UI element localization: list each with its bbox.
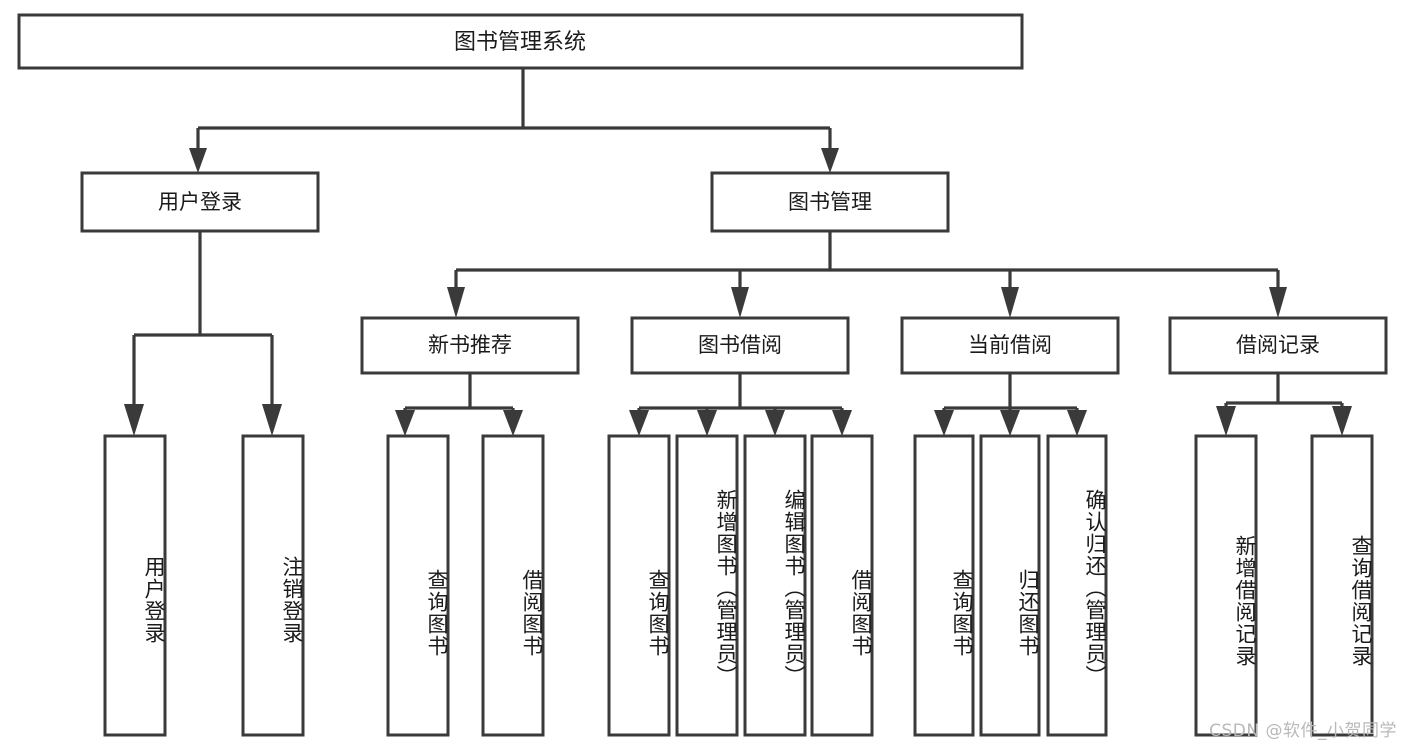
arrow-down-icon-bookmgmt-4 <box>1269 287 1287 318</box>
root-label: 图书管理系统 <box>454 30 586 55</box>
leaf-user-login-logout[interactable] <box>241 434 305 737</box>
arrow-down-icon-currentborrow-1 <box>934 410 954 436</box>
node-borrow-records[interactable]: 借阅记录 <box>1168 316 1388 375</box>
arrow-down-icon-root-2 <box>821 148 839 173</box>
node-book-management[interactable]: 图书管理 <box>710 171 950 233</box>
arrow-down-icon-userlogin-2 <box>262 404 282 436</box>
leaf-currentborrow-return[interactable] <box>979 434 1041 737</box>
book-borrow-box <box>630 316 850 375</box>
leaf-box-records-add <box>1194 434 1258 737</box>
leaf-box-currentborrow-return <box>979 434 1041 737</box>
arrow-down-icon-bookborrow-2 <box>697 410 717 436</box>
arrow-down-icon-bookmgmt-2 <box>731 287 749 318</box>
node-root[interactable]: 图书管理系统 <box>17 13 1024 70</box>
leaf-box-bookborrow-borrow <box>810 434 874 737</box>
arrow-down-icon-bookmgmt-1 <box>447 287 465 318</box>
leaf-box-user-login <box>103 434 167 737</box>
leaf-records-query[interactable] <box>1310 434 1374 737</box>
arrow-down-icon-userlogin-1 <box>124 404 144 436</box>
node-user-login[interactable]: 用户登录 <box>80 171 320 233</box>
arrow-down-icon-records-1 <box>1216 406 1236 436</box>
arrow-down-icon-bookborrow-1 <box>629 410 649 436</box>
borrow-records-box <box>1168 316 1388 375</box>
leaf-box-bookborrow-edit <box>743 434 807 737</box>
arrow-down-icon-bookborrow-3 <box>765 410 785 436</box>
arrow-down-icon-currentborrow-3 <box>1067 410 1087 436</box>
leaf-box-currentborrow-query <box>913 434 975 737</box>
leaf-newbook-query[interactable] <box>386 434 450 737</box>
new-book-recommend-label: 新书推荐 <box>428 333 512 357</box>
leaf-user-login-login[interactable] <box>103 434 167 737</box>
book-borrow-label: 图书借阅 <box>698 333 782 357</box>
node-new-book-recommend[interactable]: 新书推荐 <box>360 316 580 375</box>
arrow-down-icon-newbook-1 <box>395 410 415 436</box>
leaf-bookborrow-borrow[interactable] <box>810 434 874 737</box>
leaf-box-currentborrow-confirm <box>1046 434 1108 737</box>
watermark: CSDN @软件_小贺同学 <box>1209 721 1397 741</box>
arrow-down-icon-root-1 <box>189 148 207 173</box>
borrow-records-label: 借阅记录 <box>1236 333 1320 357</box>
arrow-down-icon-records-2 <box>1332 406 1352 436</box>
leaf-box-bookborrow-query <box>607 434 671 737</box>
arrow-down-icon-currentborrow-2 <box>1000 410 1020 436</box>
arrow-down-icon-bookmgmt-3 <box>1001 287 1019 318</box>
new-book-recommend-box <box>360 316 580 375</box>
book-management-box <box>710 171 950 233</box>
leaf-newbook-borrow[interactable] <box>481 434 545 737</box>
root-box <box>17 13 1024 70</box>
leaf-currentborrow-query[interactable] <box>913 434 975 737</box>
arrow-down-icon-newbook-2 <box>503 410 523 436</box>
leaf-box-newbook-borrow <box>481 434 545 737</box>
node-current-borrow[interactable]: 当前借阅 <box>900 316 1120 375</box>
user-login-label: 用户登录 <box>158 190 242 214</box>
current-borrow-label: 当前借阅 <box>968 333 1052 357</box>
leaf-bookborrow-add[interactable] <box>675 434 739 737</box>
leaf-bookborrow-edit[interactable] <box>743 434 807 737</box>
leaf-box-newbook-query <box>386 434 450 737</box>
leaf-box-user-logout <box>241 434 305 737</box>
leaf-box-records-query <box>1310 434 1374 737</box>
leaf-box-bookborrow-add <box>675 434 739 737</box>
book-management-label: 图书管理 <box>788 190 872 214</box>
node-book-borrow[interactable]: 图书借阅 <box>630 316 850 375</box>
leaf-records-add[interactable] <box>1194 434 1258 737</box>
current-borrow-box <box>900 316 1120 375</box>
arrow-down-icon-bookborrow-4 <box>832 410 852 436</box>
leaf-currentborrow-confirm[interactable] <box>1046 434 1108 737</box>
leaf-bookborrow-query[interactable] <box>607 434 671 737</box>
